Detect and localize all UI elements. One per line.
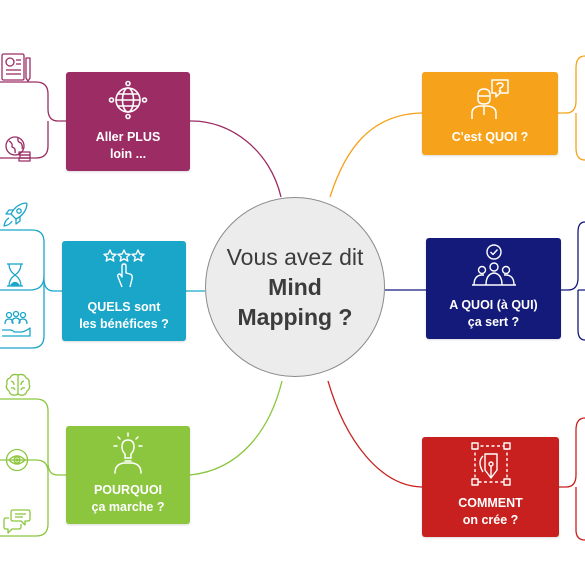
connector-red-leaves [559,417,585,541]
branch-label-line1: Aller PLUS [95,130,161,144]
branch-label-line2: on crée ? [462,513,519,527]
hourglass-icon [7,263,23,287]
speech-bubbles-icon [3,509,31,534]
branch-cest-quoi[interactable]: C'est QUOI ? [422,72,558,155]
connector-teal-leaves [0,229,62,349]
connector-green-main [189,380,283,476]
rocket-icon [3,202,28,227]
eye-icon [5,448,29,472]
design-pen-icon [470,442,511,486]
globe-icon [108,80,148,120]
branch-label-line1: QUELS sont [87,300,161,314]
connector-navy-leaves [561,221,585,341]
connector-purple-leaves [0,81,66,159]
branch-a-quoi-ca-sert[interactable]: A QUOI (à QUI) ça sert ? [426,238,561,339]
touch-stars-icon [103,249,145,288]
team-check-icon [471,244,516,286]
connector-purple-main [189,120,282,198]
branch-label-line2: ça sert ? [467,315,520,329]
branch-aller-plus-loin[interactable]: Aller PLUS loin ... [66,72,190,171]
connector-orange-main [329,112,423,198]
central-topic-line3: Mapping ? [237,304,353,330]
branch-label-line1: POURQUOI [93,483,163,497]
central-topic-line1: Vous avez dit [226,244,364,270]
central-topic[interactable]: Vous avez dit Mind Mapping ? [205,197,385,377]
branch-comment-on-cree[interactable]: COMMENT on crée ? [422,437,559,537]
branch-quels-sont-les-benefices[interactable]: QUELS sont les bénéfices ? [62,241,186,341]
branch-pourquoi-ca-marche[interactable]: POURQUOI ça marche ? [66,426,190,524]
document-certificate-icon [1,53,31,82]
branch-label-line2: loin ... [109,147,147,161]
connector-orange-leaves [558,55,585,161]
branch-label-line1: A QUOI (à QUI) [449,298,538,312]
central-topic-line2: Mind [268,274,322,300]
branch-label-line2: les bénéfices ? [79,317,169,331]
brain-icon [5,373,31,396]
branch-label-line1: COMMENT [458,496,523,510]
branch-label-line1: C'est QUOI ? [451,130,529,144]
lightbulb-person-icon [113,432,143,474]
hand-people-icon [2,310,31,337]
branch-label-line2: ça marche ? [91,500,165,514]
connector-green-leaves [0,398,66,537]
person-question-icon [471,79,509,119]
globe-books-icon [5,136,31,162]
connector-red-main [327,380,423,488]
